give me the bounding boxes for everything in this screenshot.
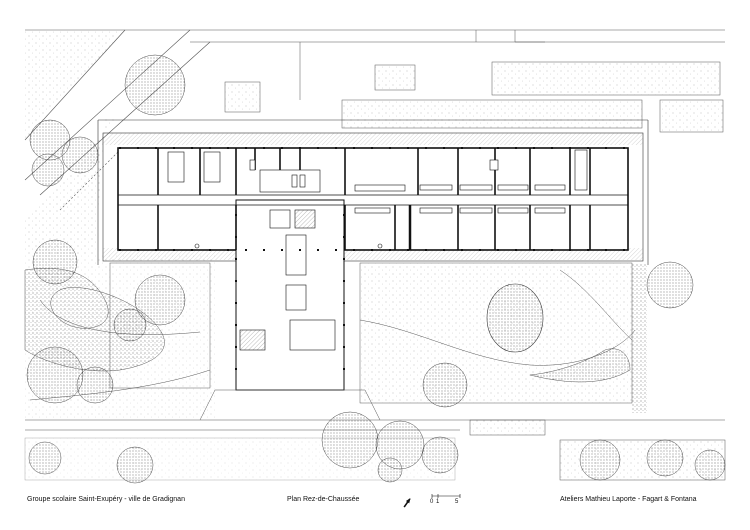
scale-label-1: 1 <box>436 499 440 505</box>
column <box>551 147 553 149</box>
column <box>587 147 589 149</box>
column <box>155 147 157 149</box>
column <box>461 147 463 149</box>
column <box>343 302 345 304</box>
column <box>497 249 499 251</box>
column <box>173 249 175 251</box>
column <box>479 249 481 251</box>
column <box>515 147 517 149</box>
column <box>299 249 301 251</box>
column <box>119 249 121 251</box>
scale-bar <box>431 494 461 498</box>
column <box>335 147 337 149</box>
column <box>335 249 337 251</box>
column <box>209 147 211 149</box>
east-courtyard <box>359 263 647 413</box>
column <box>371 249 373 251</box>
column <box>461 249 463 251</box>
column <box>533 147 535 149</box>
column <box>343 214 345 216</box>
column <box>263 147 265 149</box>
column <box>605 147 607 149</box>
north-arrow-icon <box>403 498 411 508</box>
column <box>623 249 625 251</box>
column <box>209 249 211 251</box>
column <box>389 249 391 251</box>
column <box>263 249 265 251</box>
column <box>425 147 427 149</box>
column <box>389 147 391 149</box>
column <box>137 147 139 149</box>
column <box>407 147 409 149</box>
column <box>551 249 553 251</box>
column <box>407 249 409 251</box>
column <box>623 147 625 149</box>
column <box>235 346 237 348</box>
column <box>299 147 301 149</box>
column <box>235 236 237 238</box>
column <box>235 280 237 282</box>
column <box>281 147 283 149</box>
project-name: Groupe scolaire Saint-Exupéry - ville de… <box>27 496 185 503</box>
architects-credit: Ateliers Mathieu Laporte - Fagart & Font… <box>560 496 697 503</box>
column <box>317 147 319 149</box>
column <box>343 368 345 370</box>
column <box>533 249 535 251</box>
column <box>343 258 345 260</box>
column <box>235 214 237 216</box>
column <box>479 147 481 149</box>
structure-columns <box>119 147 625 370</box>
column <box>235 302 237 304</box>
column <box>343 236 345 238</box>
column <box>353 147 355 149</box>
column <box>245 147 247 149</box>
column <box>587 249 589 251</box>
column <box>443 249 445 251</box>
column <box>317 249 319 251</box>
upper-street <box>25 29 725 133</box>
column <box>425 249 427 251</box>
column <box>235 324 237 326</box>
column <box>343 280 345 282</box>
scale-label-5: 5 <box>455 499 459 505</box>
column <box>443 147 445 149</box>
column <box>137 249 139 251</box>
column <box>569 147 571 149</box>
column <box>569 249 571 251</box>
column <box>343 324 345 326</box>
column <box>371 147 373 149</box>
column <box>119 147 121 149</box>
trees <box>26 54 726 484</box>
classroom-furniture <box>167 149 588 351</box>
column <box>191 147 193 149</box>
column <box>343 346 345 348</box>
column <box>497 147 499 149</box>
column <box>155 249 157 251</box>
column <box>353 249 355 251</box>
canopy-strip <box>103 133 643 145</box>
column <box>281 249 283 251</box>
column <box>235 368 237 370</box>
column <box>227 147 229 149</box>
scale-label-0: 0 <box>430 499 434 505</box>
column <box>227 249 229 251</box>
plan-title: Plan Rez-de-Chaussée <box>287 496 360 503</box>
column <box>235 258 237 260</box>
column <box>515 249 517 251</box>
column <box>173 147 175 149</box>
column <box>605 249 607 251</box>
column <box>191 249 193 251</box>
column <box>245 249 247 251</box>
